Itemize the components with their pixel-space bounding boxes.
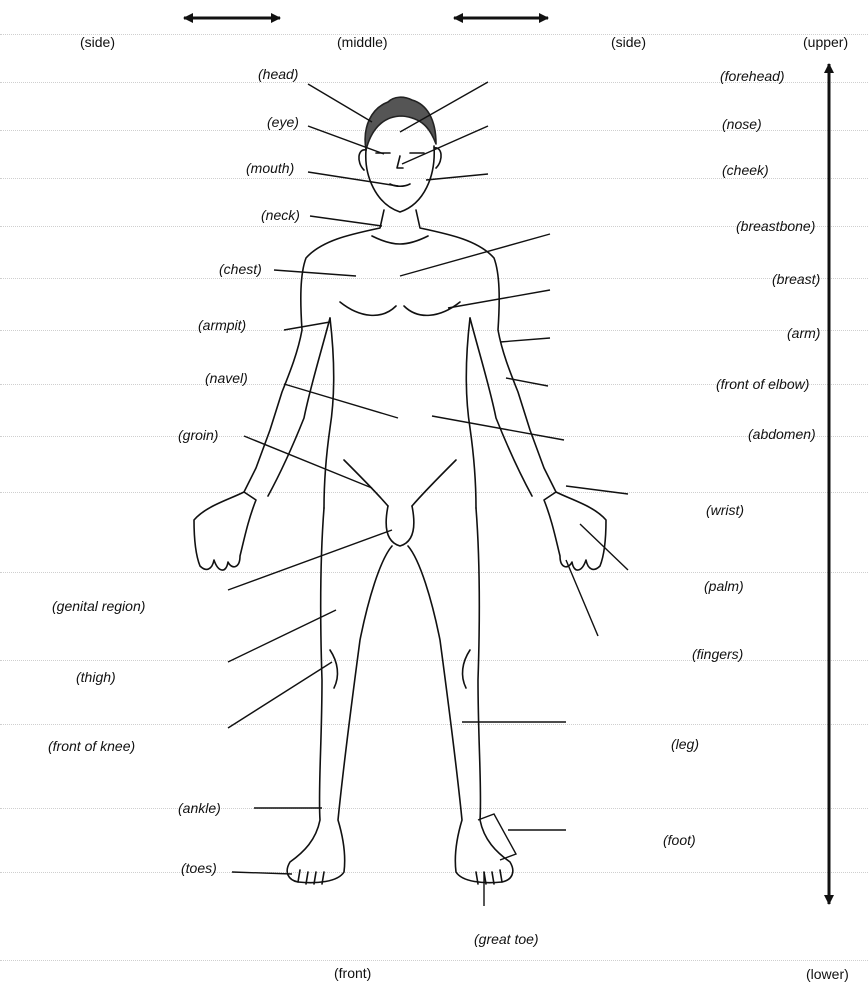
knee-left xyxy=(330,650,337,688)
foot-bracket xyxy=(478,814,516,860)
groin-line-left xyxy=(344,460,388,506)
leader-toes xyxy=(232,872,292,874)
label-front-of-elbow: (front of elbow) xyxy=(716,376,809,392)
hand-right xyxy=(544,492,606,570)
nose-outline xyxy=(397,156,403,168)
leader-fingers xyxy=(566,560,598,636)
leader-neck xyxy=(310,216,382,226)
leader-wrist xyxy=(566,486,628,494)
label-ankle: (ankle) xyxy=(178,800,221,816)
genitals xyxy=(386,506,414,546)
leader-armpit xyxy=(284,322,330,330)
label-arm: (arm) xyxy=(787,325,820,341)
direction-upper: (upper) xyxy=(803,34,848,50)
label-foot: (foot) xyxy=(663,832,696,848)
label-chest: (chest) xyxy=(219,261,262,277)
label-leg: (leg) xyxy=(671,736,699,752)
label-breastbone: (breastbone) xyxy=(736,218,815,234)
pectoral-right xyxy=(404,302,460,315)
leader-front-of-elbow xyxy=(506,378,548,386)
label-palm: (palm) xyxy=(704,578,744,594)
label-toes: (toes) xyxy=(181,860,217,876)
direction-middle: (middle) xyxy=(337,34,388,50)
label-breast: (breast) xyxy=(772,271,820,287)
ear-right xyxy=(434,148,441,168)
ear-left xyxy=(359,150,366,170)
leader-mouth xyxy=(308,172,398,186)
leg-left-outer xyxy=(287,508,392,883)
direction-lower: (lower) xyxy=(806,966,849,982)
label-neck: (neck) xyxy=(261,207,300,223)
leader-thigh xyxy=(228,610,336,662)
label-fingers: (fingers) xyxy=(692,646,743,662)
label-genital-region: (genital region) xyxy=(52,598,145,614)
knee-right xyxy=(463,650,470,688)
human-figure xyxy=(194,97,606,884)
label-great-toe: (great toe) xyxy=(474,931,539,947)
leader-front-of-knee xyxy=(228,662,332,728)
direction-side-left: (side) xyxy=(80,34,115,50)
leader-groin xyxy=(244,436,372,488)
hair xyxy=(365,97,436,150)
leader-lines xyxy=(228,82,628,906)
leader-navel xyxy=(284,384,398,418)
pectoral-left xyxy=(340,302,396,315)
label-front-of-knee: (front of knee) xyxy=(48,738,135,754)
label-thigh: (thigh) xyxy=(76,669,116,685)
waist-right xyxy=(466,318,476,508)
label-armpit: (armpit) xyxy=(198,317,246,333)
label-mouth: (mouth) xyxy=(246,160,294,176)
groin-line-right xyxy=(412,460,456,506)
label-wrist: (wrist) xyxy=(706,502,744,518)
leader-genital-region xyxy=(228,530,392,590)
label-navel: (navel) xyxy=(205,370,248,386)
leader-head xyxy=(308,84,372,122)
leader-abdomen xyxy=(432,416,564,440)
label-abdomen: (abdomen) xyxy=(748,426,816,442)
label-nose: (nose) xyxy=(722,116,762,132)
leader-breastbone xyxy=(400,234,550,276)
hand-left xyxy=(194,492,256,570)
label-cheek: (cheek) xyxy=(722,162,769,178)
label-eye: (eye) xyxy=(267,114,299,130)
label-forehead: (forehead) xyxy=(720,68,785,84)
leader-nose xyxy=(402,126,488,164)
leader-arm xyxy=(500,338,550,342)
label-groin: (groin) xyxy=(178,427,218,443)
torso-left-outline xyxy=(244,210,384,492)
collarbones xyxy=(372,236,428,244)
leader-chest xyxy=(274,270,356,276)
direction-side-right: (side) xyxy=(611,34,646,50)
leader-cheek xyxy=(426,174,488,180)
direction-front: (front) xyxy=(334,965,371,981)
leg-right-outer xyxy=(408,508,513,883)
waist-left xyxy=(324,318,334,508)
label-head: (head) xyxy=(258,66,298,82)
